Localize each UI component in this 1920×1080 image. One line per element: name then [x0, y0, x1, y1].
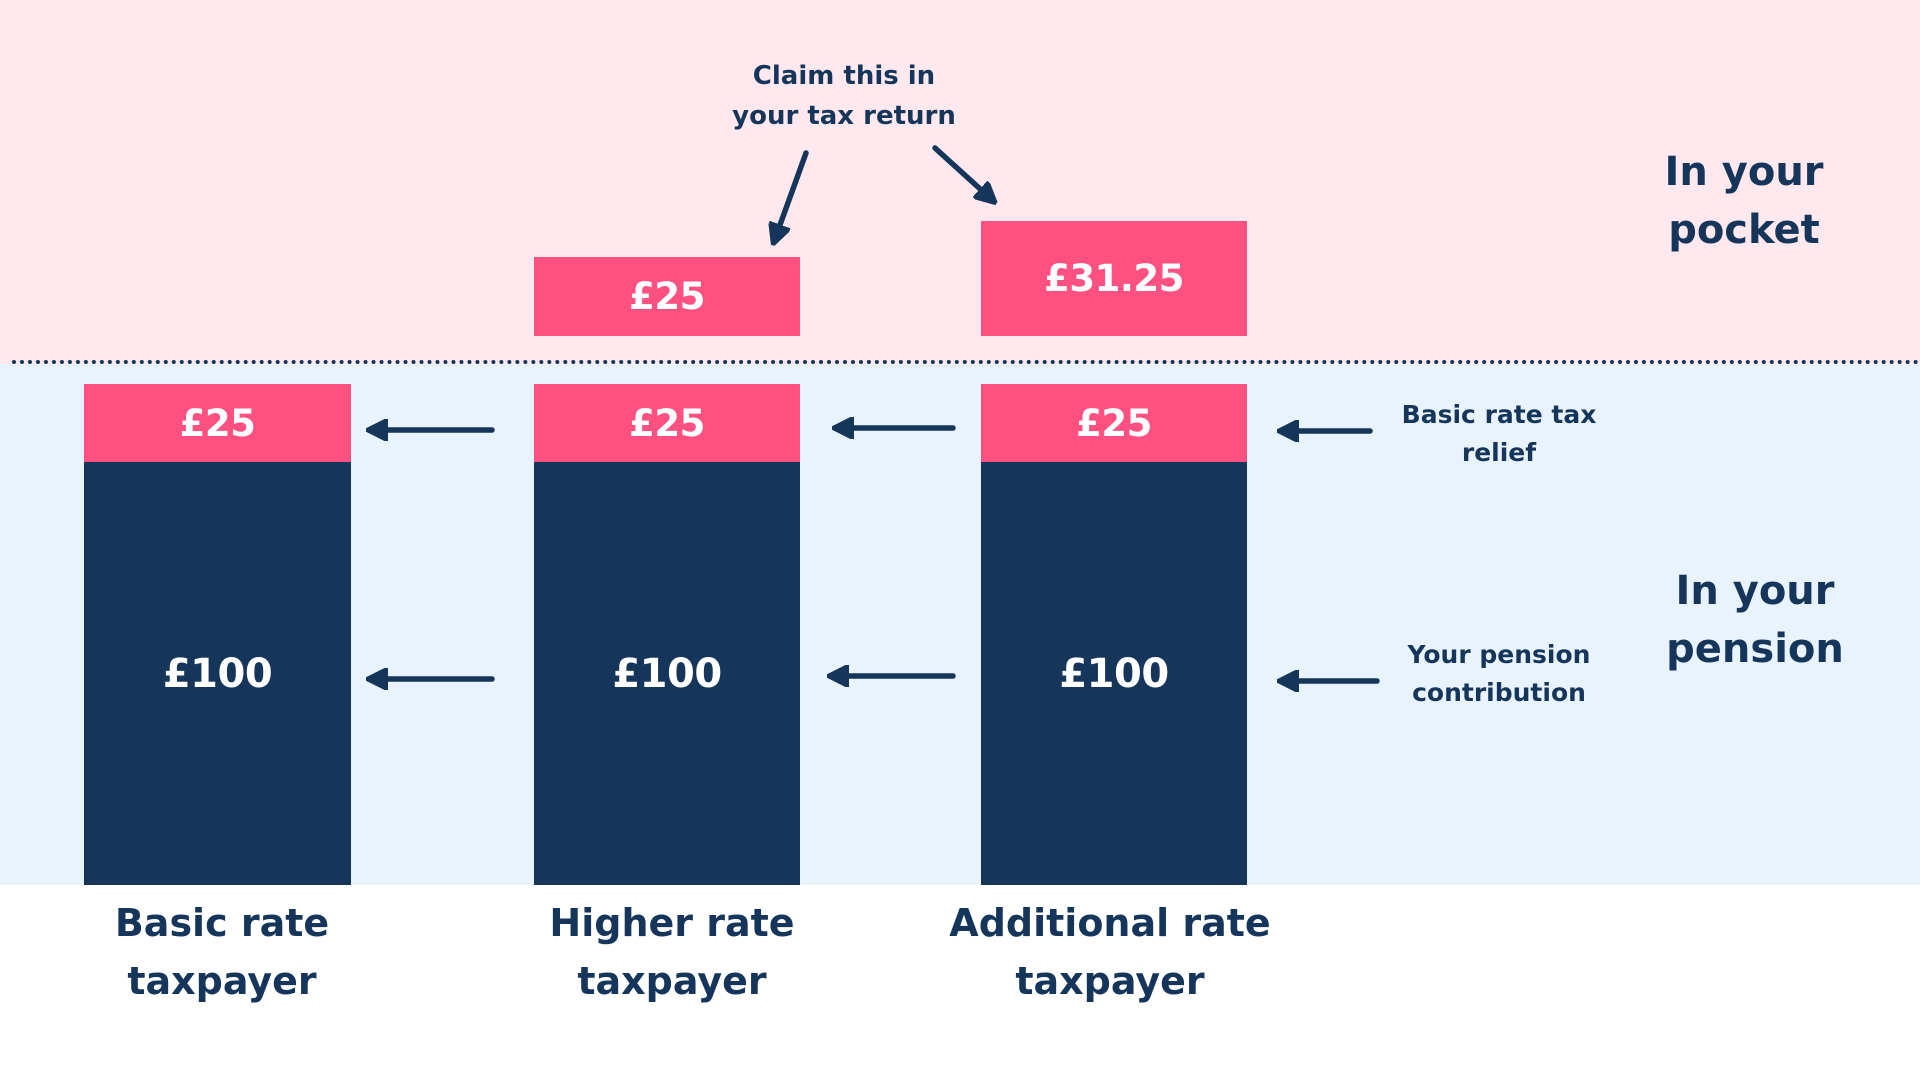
column-label-higher: Higher rate taxpayer: [549, 894, 794, 1010]
pocket-label-line-2: pocket: [1668, 207, 1820, 253]
column-label-line-2: taxpayer: [127, 959, 317, 1003]
contribution-value: £100: [612, 650, 722, 697]
relief-bar-additional: £25: [981, 384, 1247, 462]
contribution-legend-label: Your pension contribution: [1408, 636, 1591, 712]
relief-value: £25: [1076, 401, 1152, 445]
column-label-line-1: Higher rate: [549, 901, 795, 945]
claim-line-1: Claim this in: [752, 61, 936, 91]
pension-label-line-1: In your: [1675, 568, 1835, 614]
column-label-line-1: Basic rate: [114, 901, 330, 945]
claim-annotation: Claim this in your tax return: [732, 56, 956, 136]
pocket-label-line-1: In your: [1664, 149, 1824, 195]
column-label-line-2: taxpayer: [577, 959, 767, 1003]
pension-label: In your pension: [1666, 562, 1844, 678]
pocket-value: £31.25: [1044, 257, 1184, 300]
contribution-value: £100: [1059, 650, 1169, 697]
relief-value: £25: [179, 401, 256, 445]
pension-label-line-2: pension: [1666, 626, 1844, 672]
pocket-box-higher: £25: [534, 257, 800, 336]
column-label-basic: Basic rate taxpayer: [115, 894, 329, 1010]
pocket-region: [0, 0, 1920, 364]
contribution-bar-basic: £100: [84, 462, 351, 885]
dotted-divider: [12, 360, 1920, 364]
pocket-box-additional: £31.25: [981, 221, 1247, 336]
pocket-label: In your pocket: [1664, 143, 1823, 259]
relief-legend-line-2: relief: [1461, 438, 1537, 467]
column-label-line-2: taxpayer: [1015, 959, 1205, 1003]
contribution-legend-line-1: Your pension: [1407, 640, 1591, 669]
contribution-bar-additional: £100: [981, 462, 1247, 885]
contribution-value: £100: [162, 650, 273, 697]
column-label-additional: Additional rate taxpayer: [949, 894, 1270, 1010]
relief-bar-basic: £25: [84, 384, 351, 462]
relief-value: £25: [629, 401, 705, 445]
pocket-value: £25: [629, 275, 705, 318]
claim-line-2: your tax return: [732, 101, 956, 131]
relief-legend-line-1: Basic rate tax: [1401, 400, 1597, 429]
relief-bar-higher: £25: [534, 384, 800, 462]
contribution-bar-higher: £100: [534, 462, 800, 885]
relief-legend-label: Basic rate tax relief: [1402, 396, 1597, 472]
contribution-legend-line-2: contribution: [1412, 678, 1586, 707]
column-label-line-1: Additional rate: [949, 901, 1271, 945]
